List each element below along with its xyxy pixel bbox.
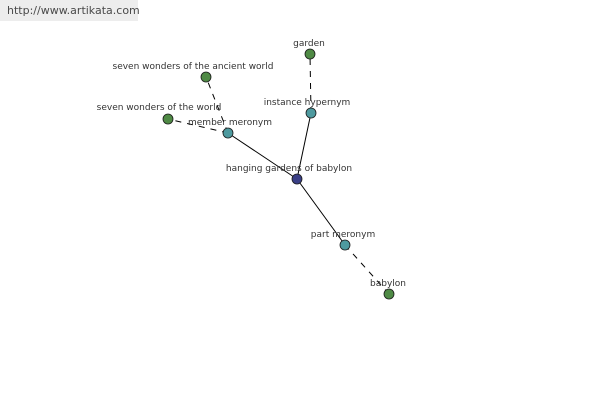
node-garden[interactable] <box>304 48 316 60</box>
node-part-meronym[interactable] <box>339 239 351 251</box>
node-hanging-gardens[interactable] <box>291 173 303 185</box>
node-member-meronym[interactable] <box>222 127 234 139</box>
source-url[interactable]: http://www.artikata.com <box>7 4 140 17</box>
label-member-meronym[interactable]: member meronym <box>188 118 272 128</box>
label-seven-wonders-ancient[interactable]: seven wonders of the ancient world <box>113 62 274 72</box>
labels-layer: hanging gardens of babylon member meronym… <box>97 39 406 289</box>
source-banner: http://www.artikata.com <box>0 0 140 21</box>
edge-member-meronym-to-seven-wonders-ancient <box>205 76 229 134</box>
node-seven-wonders-world[interactable] <box>162 113 174 125</box>
edges-layer <box>167 53 390 295</box>
label-seven-wonders-world[interactable]: seven wonders of the world <box>97 103 222 113</box>
edge-member-meronym-to-seven-wonders-world <box>167 118 229 134</box>
node-seven-wonders-ancient[interactable] <box>200 71 212 83</box>
label-babylon[interactable]: babylon <box>370 279 406 289</box>
label-instance-hypernym[interactable]: instance hypernym <box>264 98 351 108</box>
edge-instance-hypernym-to-garden <box>309 53 312 114</box>
nodes-layer <box>162 48 395 300</box>
node-babylon[interactable] <box>383 288 395 300</box>
label-hanging-gardens[interactable]: hanging gardens of babylon <box>226 164 352 174</box>
node-instance-hypernym[interactable] <box>305 107 317 119</box>
edge-hanging-gardens-to-instance-hypernym <box>296 112 312 180</box>
edge-hanging-gardens-to-member-meronym <box>227 132 298 180</box>
label-garden[interactable]: garden <box>293 39 325 49</box>
edge-hanging-gardens-to-part-meronym <box>296 178 346 246</box>
label-part-meronym[interactable]: part meronym <box>311 230 375 240</box>
